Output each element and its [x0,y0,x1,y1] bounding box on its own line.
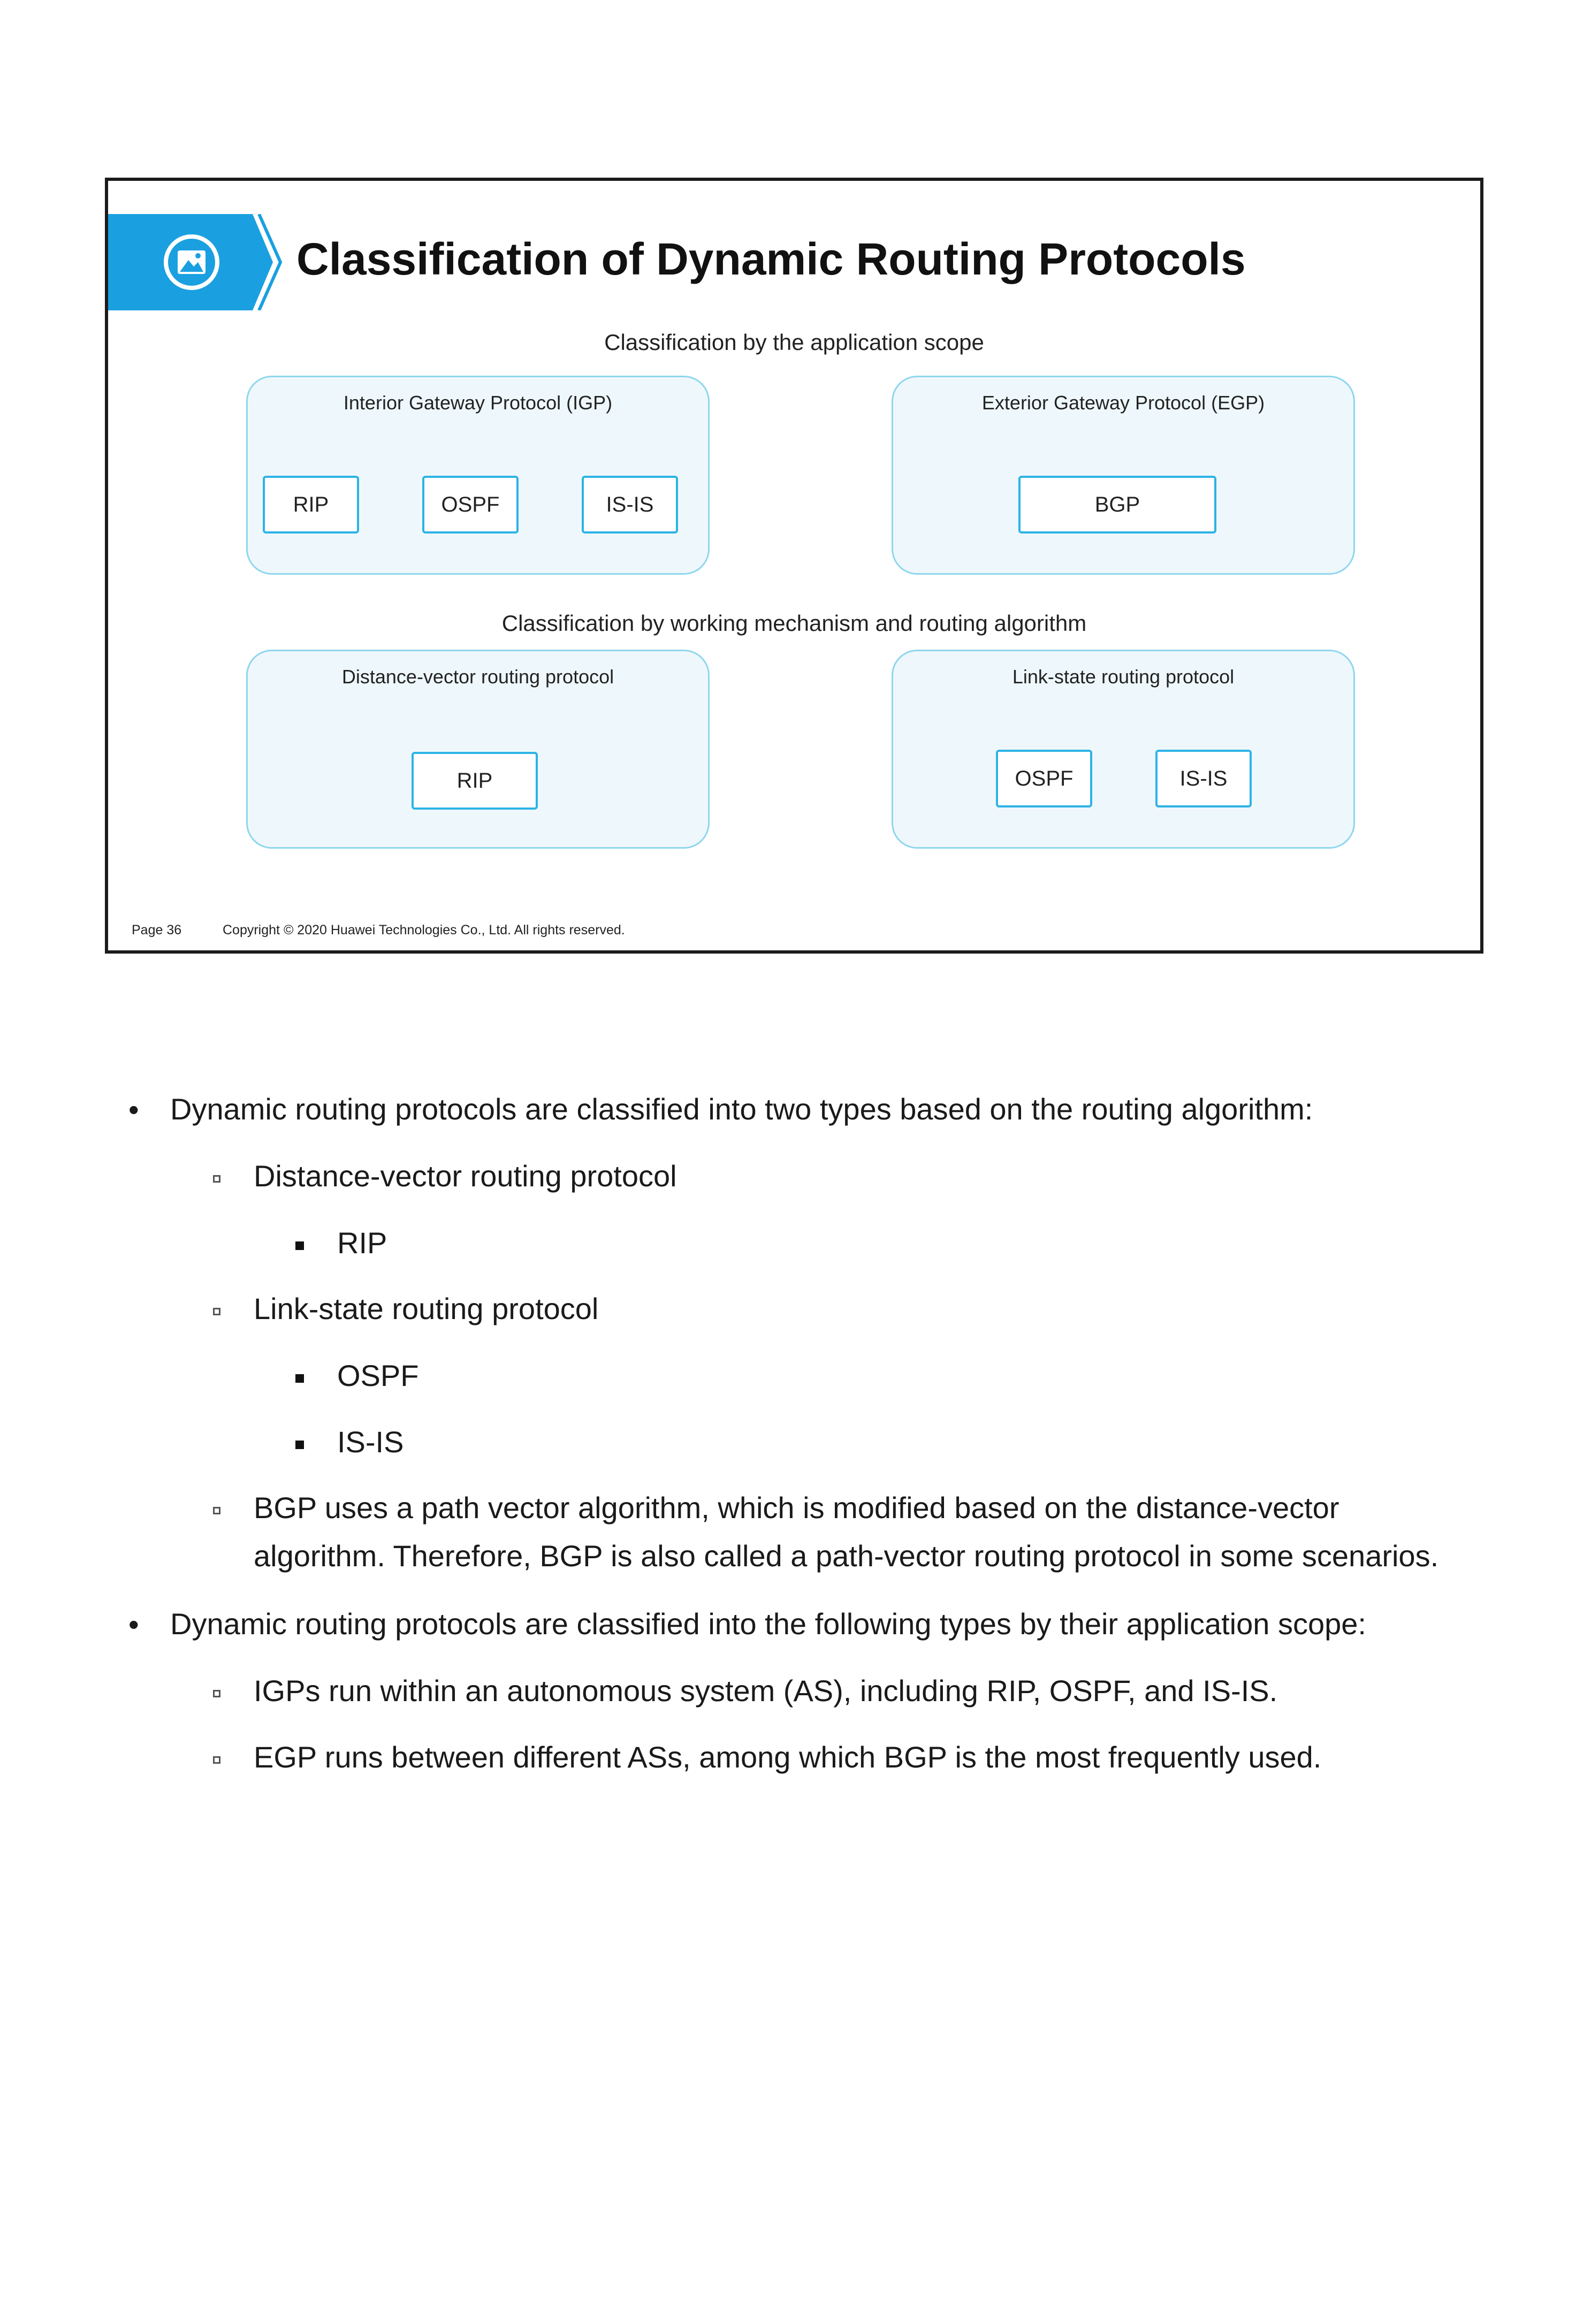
igp-ospf-box: OSPF [422,476,519,534]
bullet-routing-algorithm: Dynamic routing protocols are classified… [170,1092,1313,1126]
bullet-solid-square [295,1241,304,1250]
distance-vector-group: Distance-vector routing protocol RIP [246,650,710,849]
page-number: Page 36 [132,923,182,938]
mechanism-caption: Classification by working mechanism and … [501,611,1087,636]
distance-vector-label: Distance-vector routing protocol [341,666,614,688]
sub-bgp-line2: algorithm. Therefore, BGP is also called… [254,1539,1439,1573]
dv-rip-box: RIP [412,752,538,810]
ls-isis-box: IS-IS [1155,750,1252,807]
sub-egp: EGP runs between different ASs, among wh… [254,1740,1322,1774]
egp-label: Exterior Gateway Protocol (EGP) [981,392,1265,414]
bullet-dot: • [128,1607,139,1641]
bullet-solid-square [295,1374,304,1383]
sub-bgp-line1: BGP uses a path vector algorithm, which … [254,1491,1339,1525]
bullet-dot: • [128,1093,139,1126]
sub-distance-vector: Distance-vector routing protocol [254,1159,677,1193]
copyright: Copyright © 2020 Huawei Technologies Co.… [223,923,625,938]
ls-ospf-box: OSPF [996,750,1092,807]
slide-title: Classification of Dynamic Routing Protoc… [296,234,1246,284]
igp-group: Interior Gateway Protocol (IGP) RIP OSPF… [246,376,710,575]
bullet-hollow-square [213,1507,220,1514]
sub-igps: IGPs run within an autonomous system (AS… [254,1674,1278,1708]
sub-link-state: Link-state routing protocol [254,1292,599,1325]
igp-label: Interior Gateway Protocol (IGP) [343,392,613,414]
image-icon [164,234,219,290]
igp-isis-box: IS-IS [582,476,678,534]
link-state-label: Link-state routing protocol [1012,666,1235,688]
item-isis: IS-IS [337,1425,404,1459]
bullet-hollow-square [213,1756,220,1764]
link-state-group: Link-state routing protocol OSPF IS-IS [892,650,1355,849]
egp-group: Exterior Gateway Protocol (EGP) BGP [892,376,1355,575]
scope-caption: Classification by the application scope [604,330,984,355]
bullet-hollow-square [213,1175,220,1183]
bullet-application-scope: Dynamic routing protocols are classified… [170,1607,1366,1641]
egp-bgp-box: BGP [1018,476,1216,534]
bullet-hollow-square [213,1690,220,1697]
item-rip: RIP [337,1226,387,1260]
bullet-hollow-square [213,1308,220,1315]
bullet-solid-square [295,1441,304,1449]
item-ospf: OSPF [337,1359,419,1392]
igp-rip-box: RIP [263,476,359,534]
slide-frame: Classification of Dynamic Routing Protoc… [105,178,1483,954]
banner-chevron-outline [257,214,283,310]
